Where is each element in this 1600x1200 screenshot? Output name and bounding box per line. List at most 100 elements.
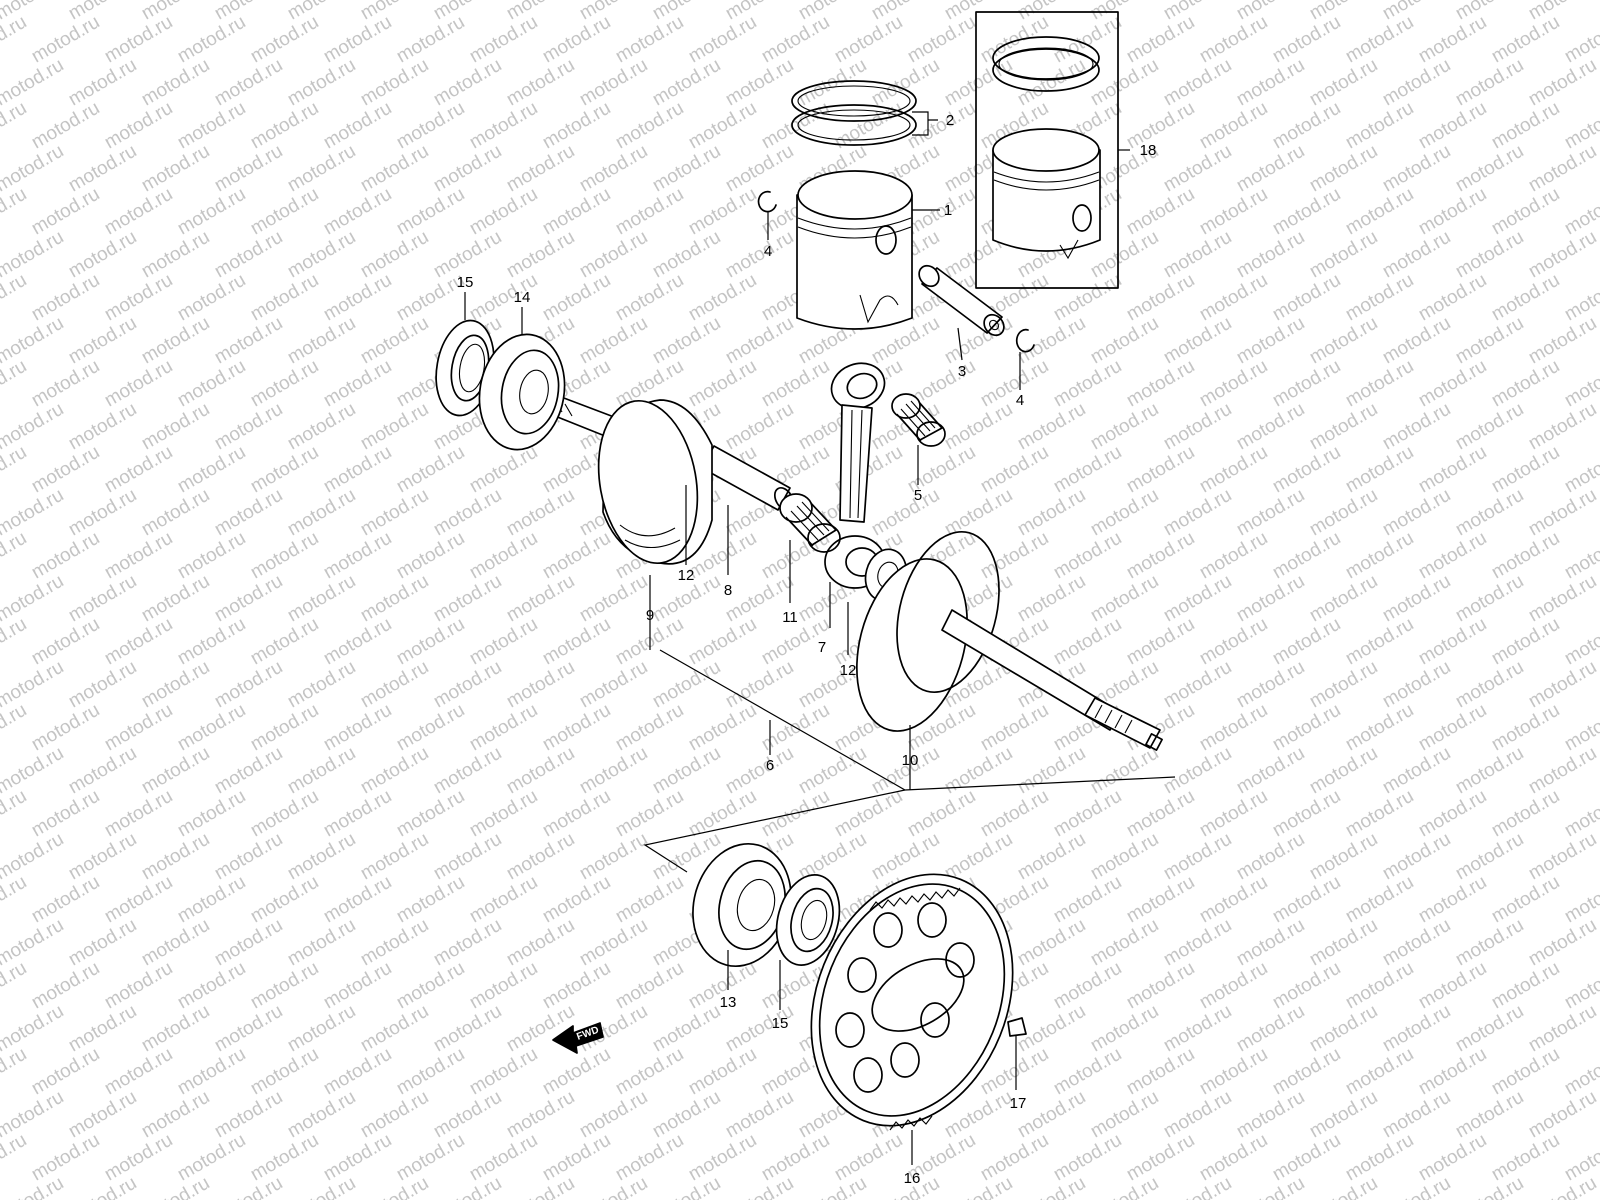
watermark-text: motod.ru: [1415, 958, 1490, 1014]
watermark-text: motod.ru: [1014, 1173, 1089, 1200]
watermark-text: motod.ru: [247, 12, 322, 68]
callout-13: 13: [720, 994, 737, 1011]
callout-4-left: 4: [764, 243, 772, 260]
watermark-text: motod.ru: [1379, 313, 1454, 369]
watermark-text: motod.ru: [539, 12, 614, 68]
watermark-text: motod.ru: [65, 1001, 140, 1057]
watermark-text: motod.ru: [65, 1087, 140, 1143]
watermark-text: motod.ru: [247, 98, 322, 154]
watermark-text: motod.ru: [174, 12, 249, 68]
watermark-text: motod.ru: [685, 270, 760, 326]
watermark-text: motod.ru: [1160, 399, 1235, 455]
watermark-text: motod.ru: [1342, 184, 1417, 240]
watermark-text: motod.ru: [247, 270, 322, 326]
watermark-text: motod.ru: [1160, 571, 1235, 627]
watermark-text: motod.ru: [1306, 571, 1381, 627]
watermark-text: motod.ru: [1087, 829, 1162, 885]
watermark-text: motod.ru: [1123, 184, 1198, 240]
watermark-text: motod.ru: [1306, 1173, 1381, 1200]
watermark-text: motod.ru: [65, 313, 140, 369]
watermark-text: motod.ru: [1196, 958, 1271, 1014]
watermark-text: motod.ru: [28, 1130, 103, 1186]
watermark-text: motod.ru: [1525, 399, 1600, 455]
watermark-text: motod.ru: [1488, 356, 1563, 412]
watermark-text: motod.ru: [795, 1173, 870, 1200]
watermark-text: motod.ru: [357, 313, 432, 369]
watermark-text: motod.ru: [649, 1087, 724, 1143]
watermark-text: motod.ru: [1452, 313, 1527, 369]
watermark-text: motod.ru: [539, 528, 614, 584]
watermark-text: motod.ru: [320, 1044, 395, 1100]
watermark-text: motod.ru: [722, 657, 797, 713]
watermark-text: motod.ru: [1087, 571, 1162, 627]
watermark-text: motod.ru: [1269, 786, 1344, 842]
watermark-text: motod.ru: [1233, 55, 1308, 111]
watermark-text: motod.ru: [138, 571, 213, 627]
watermark-text: motod.ru: [284, 571, 359, 627]
watermark-text: motod.ru: [65, 227, 140, 283]
watermark-text: motod.ru: [1269, 614, 1344, 670]
watermark-text: motod.ru: [393, 184, 468, 240]
watermark-text: motod.ru: [174, 958, 249, 1014]
watermark-text: motod.ru: [1306, 227, 1381, 283]
watermark-text: motod.ru: [393, 700, 468, 756]
watermark-text: motod.ru: [1123, 872, 1198, 928]
callout-3: 3: [958, 363, 966, 380]
watermark-text: motod.ru: [1269, 1044, 1344, 1100]
watermark-text: motod.ru: [539, 98, 614, 154]
watermark-text: motod.ru: [1123, 786, 1198, 842]
watermark-text: motod.ru: [1233, 915, 1308, 971]
watermark-text: motod.ru: [1269, 356, 1344, 412]
watermark-text: motod.ru: [101, 356, 176, 412]
watermark-text: motod.ru: [101, 442, 176, 498]
watermark-text: motod.ru: [1160, 829, 1235, 885]
watermark-text: motod.ru: [65, 399, 140, 455]
forward-direction-arrow: FWD: [552, 1022, 604, 1054]
watermark-text: motod.ru: [0, 399, 67, 455]
watermark-text: motod.ru: [1525, 915, 1600, 971]
watermark-text: motod.ru: [576, 141, 651, 197]
watermark-text: motod.ru: [1014, 55, 1089, 111]
watermark-text: motod.ru: [1452, 571, 1527, 627]
watermark-text: motod.ru: [1233, 1173, 1308, 1200]
watermark-text: motod.ru: [1525, 55, 1600, 111]
watermark-text: motod.ru: [1452, 1001, 1527, 1057]
watermark-text: motod.ru: [174, 270, 249, 326]
watermark-text: motod.ru: [211, 141, 286, 197]
watermark-text: motod.ru: [247, 1130, 322, 1186]
watermark-text: motod.ru: [28, 958, 103, 1014]
watermark-text: motod.ru: [1452, 399, 1527, 455]
watermark-text: motod.ru: [1306, 657, 1381, 713]
watermark-text: motod.ru: [1160, 227, 1235, 283]
callout-15-top: 15: [457, 274, 474, 291]
watermark-text: motod.ru: [101, 98, 176, 154]
needle-bearing-small-end: [891, 393, 946, 447]
watermark-text: motod.ru: [503, 485, 578, 541]
watermark-text: motod.ru: [28, 872, 103, 928]
piston-kit-assembly: [975, 11, 1119, 289]
watermark-text: motod.ru: [101, 184, 176, 240]
watermark-text: motod.ru: [904, 786, 979, 842]
watermark-text: motod.ru: [1123, 958, 1198, 1014]
watermark-text: motod.ru: [393, 614, 468, 670]
watermark-text: motod.ru: [1342, 98, 1417, 154]
watermark-text: motod.ru: [1379, 227, 1454, 283]
watermark-text: motod.ru: [1415, 872, 1490, 928]
watermark-text: motod.ru: [101, 1044, 176, 1100]
watermark-text: motod.ru: [357, 55, 432, 111]
watermark-text: motod.ru: [649, 227, 724, 283]
watermark-text: motod.ru: [28, 1044, 103, 1100]
watermark-text: motod.ru: [1160, 743, 1235, 799]
watermark-text: motod.ru: [539, 184, 614, 240]
watermark-text: motod.ru: [868, 485, 943, 541]
watermark-text: motod.ru: [1452, 141, 1527, 197]
watermark-text: motod.ru: [430, 1087, 505, 1143]
watermark-text: motod.ru: [0, 98, 30, 154]
watermark-text: motod.ru: [539, 700, 614, 756]
watermark-text: motod.ru: [539, 1130, 614, 1186]
watermark-text: motod.ru: [430, 657, 505, 713]
watermark-text: motod.ru: [977, 528, 1052, 584]
watermark-text: motod.ru: [101, 700, 176, 756]
watermark-text: motod.ru: [1379, 571, 1454, 627]
